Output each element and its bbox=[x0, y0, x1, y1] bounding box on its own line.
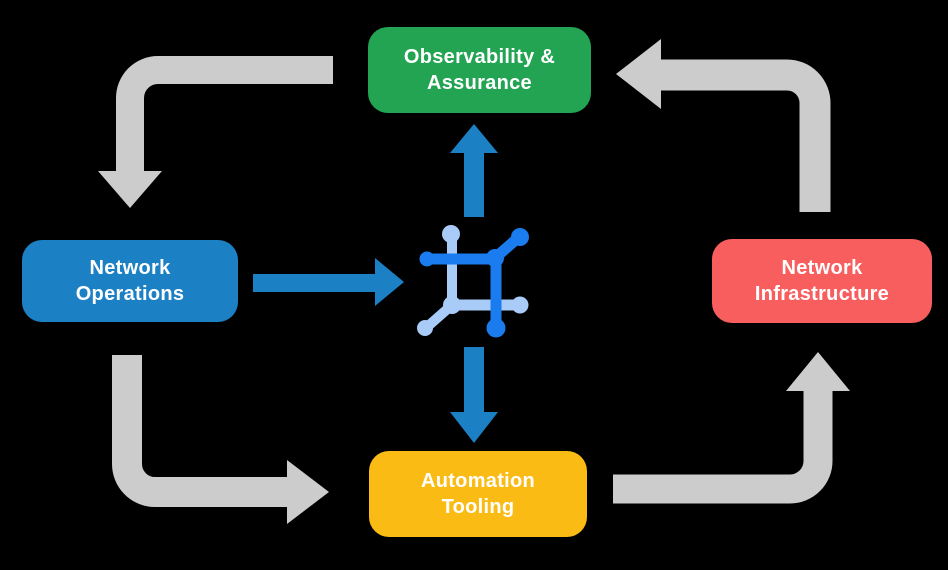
icon-node-bottom-dark bbox=[486, 318, 506, 338]
node-network-infrastructure: Network Infrastructure bbox=[712, 239, 932, 323]
arrow-infrastructure-to-observability bbox=[616, 39, 831, 212]
icon-node-right-light bbox=[511, 296, 529, 314]
node-network-infrastructure-label: Network Infrastructure bbox=[754, 257, 890, 305]
node-automation-tooling-label: Automation Tooling bbox=[420, 470, 536, 518]
icon-node-top-left bbox=[442, 225, 460, 243]
icon-node-left-dark bbox=[419, 251, 435, 267]
icon-node-junction-bottom-left bbox=[443, 296, 461, 314]
arrow-icon-to-automation bbox=[450, 347, 498, 443]
node-automation-tooling: Automation Tooling bbox=[369, 451, 587, 537]
icon-node-top-right bbox=[511, 228, 529, 246]
icon-node-junction-top-right bbox=[486, 249, 504, 267]
node-network-operations-label: Network Operations bbox=[75, 257, 185, 305]
arrow-automation-to-infrastructure bbox=[613, 352, 850, 504]
arrow-observability-to-operations bbox=[98, 56, 333, 208]
arrow-operations-to-icon bbox=[253, 258, 404, 306]
node-observability-assurance: Observability & Assurance bbox=[368, 27, 591, 113]
network-mesh-icon bbox=[417, 225, 529, 338]
node-network-operations: Network Operations bbox=[22, 240, 238, 322]
icon-node-bottom-left bbox=[417, 320, 433, 336]
node-observability-assurance-label: Observability & Assurance bbox=[403, 46, 556, 94]
arrow-icon-to-observability bbox=[450, 124, 498, 217]
arrow-operations-to-automation bbox=[112, 355, 329, 524]
